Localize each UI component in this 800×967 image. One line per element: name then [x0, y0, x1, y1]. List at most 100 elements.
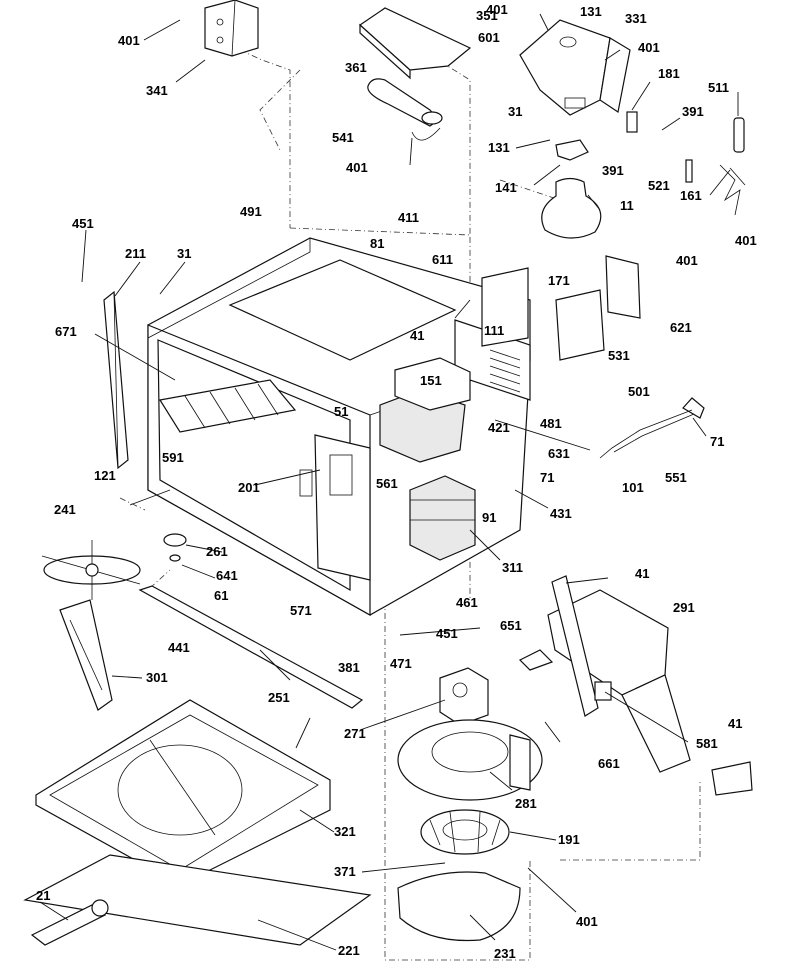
label-261: 261 — [206, 544, 228, 559]
label-101: 101 — [622, 480, 644, 495]
label-501: 501 — [628, 384, 650, 399]
label-51: 51 — [334, 404, 348, 419]
label-521: 521 — [648, 178, 670, 193]
socket-141 — [555, 139, 589, 161]
label-591: 591 — [162, 450, 184, 465]
panels-111-171-531 — [481, 255, 641, 361]
fan-motor-271 — [439, 667, 489, 726]
label-291: 291 — [673, 600, 695, 615]
label-41: 41 — [410, 328, 424, 343]
label-231: 231 — [494, 946, 516, 961]
coupler-261 — [163, 533, 187, 562]
label-71: 71 — [710, 434, 724, 449]
label-461: 461 — [456, 595, 478, 610]
label-191: 191 — [558, 832, 580, 847]
label-421: 421 — [488, 420, 510, 435]
cover-351 — [359, 7, 472, 80]
hinge-211 — [103, 290, 129, 470]
label-131: 131 — [580, 4, 602, 19]
label-401: 401 — [118, 33, 140, 48]
label-121: 121 — [94, 468, 116, 483]
label-141: 141 — [495, 180, 517, 195]
part-labels: 401 341 351 401 131 331 601 401 181 361 … — [36, 2, 757, 961]
label-281: 281 — [515, 796, 537, 811]
rack-671 — [159, 379, 297, 433]
bracket-331 — [519, 19, 631, 116]
rail-251 — [138, 585, 364, 709]
label-551: 551 — [665, 470, 687, 485]
label-111: 111 — [484, 323, 504, 338]
label-581: 581 — [696, 736, 718, 751]
label-241: 241 — [54, 502, 76, 517]
cover-231 — [397, 871, 521, 942]
label-631: 631 — [548, 446, 570, 461]
label-211: 211 — [125, 246, 146, 261]
label-621: 621 — [670, 320, 692, 335]
label-221: 221 — [338, 943, 360, 958]
cord-71 — [599, 397, 705, 459]
label-41: 41 — [728, 716, 742, 731]
switch-181 — [626, 111, 638, 133]
label-441: 441 — [168, 640, 190, 655]
label-11: 11 — [620, 198, 634, 213]
label-341: 341 — [146, 83, 168, 98]
label-331: 331 — [625, 11, 647, 26]
label-671: 671 — [55, 324, 77, 339]
label-511: 511 — [708, 80, 729, 95]
bracket-341 — [204, 0, 259, 57]
label-271: 271 — [344, 726, 366, 741]
label-311: 311 — [502, 560, 523, 575]
label-401: 401 — [576, 914, 598, 929]
label-401: 401 — [676, 253, 698, 268]
label-91: 91 — [482, 510, 496, 525]
label-471: 471 — [390, 656, 412, 671]
label-401: 401 — [346, 160, 368, 175]
label-401: 401 — [735, 233, 757, 248]
lamp-11 — [541, 177, 602, 239]
clip-651 — [518, 649, 554, 671]
label-31: 31 — [177, 246, 191, 261]
label-491: 491 — [240, 204, 262, 219]
label-431: 431 — [550, 506, 572, 521]
label-391: 391 — [682, 104, 704, 119]
label-301: 301 — [146, 670, 168, 685]
label-381: 381 — [338, 660, 360, 675]
label-661: 661 — [598, 756, 620, 771]
clip-521 — [685, 159, 693, 183]
label-131: 131 — [488, 140, 510, 155]
base-321 — [35, 699, 331, 886]
label-31: 31 — [508, 104, 522, 119]
label-171: 171 — [548, 273, 570, 288]
label-541: 541 — [332, 130, 354, 145]
label-481: 481 — [540, 416, 562, 431]
duct-291 — [547, 589, 691, 773]
label-451: 451 — [436, 626, 458, 641]
control-panel-201 — [299, 434, 371, 581]
label-611: 611 — [432, 252, 453, 267]
waveguide-151 — [394, 357, 471, 411]
label-351: 351 — [476, 8, 498, 23]
label-641: 641 — [216, 568, 238, 583]
capacitor-361 — [367, 78, 443, 141]
label-361: 361 — [345, 60, 367, 75]
fan-blade-191 — [420, 809, 510, 855]
label-251: 251 — [268, 690, 290, 705]
label-601: 601 — [478, 30, 500, 45]
sheet-221 — [23, 854, 372, 946]
label-161: 161 — [680, 188, 702, 203]
label-201: 201 — [238, 480, 260, 495]
fuse-511 — [733, 117, 745, 153]
label-321: 321 — [334, 824, 356, 839]
blower-281 — [397, 719, 543, 801]
vent-slots — [489, 349, 521, 393]
label-571: 571 — [290, 603, 312, 618]
label-411: 411 — [398, 210, 419, 225]
label-81: 81 — [370, 236, 384, 251]
label-371: 371 — [334, 864, 356, 879]
label-561: 561 — [376, 476, 398, 491]
transformer-311 — [409, 475, 476, 561]
turntable-241 — [41, 540, 141, 600]
label-41: 41 — [635, 566, 649, 581]
label-71: 71 — [540, 470, 554, 485]
guide-41-right — [711, 761, 753, 796]
